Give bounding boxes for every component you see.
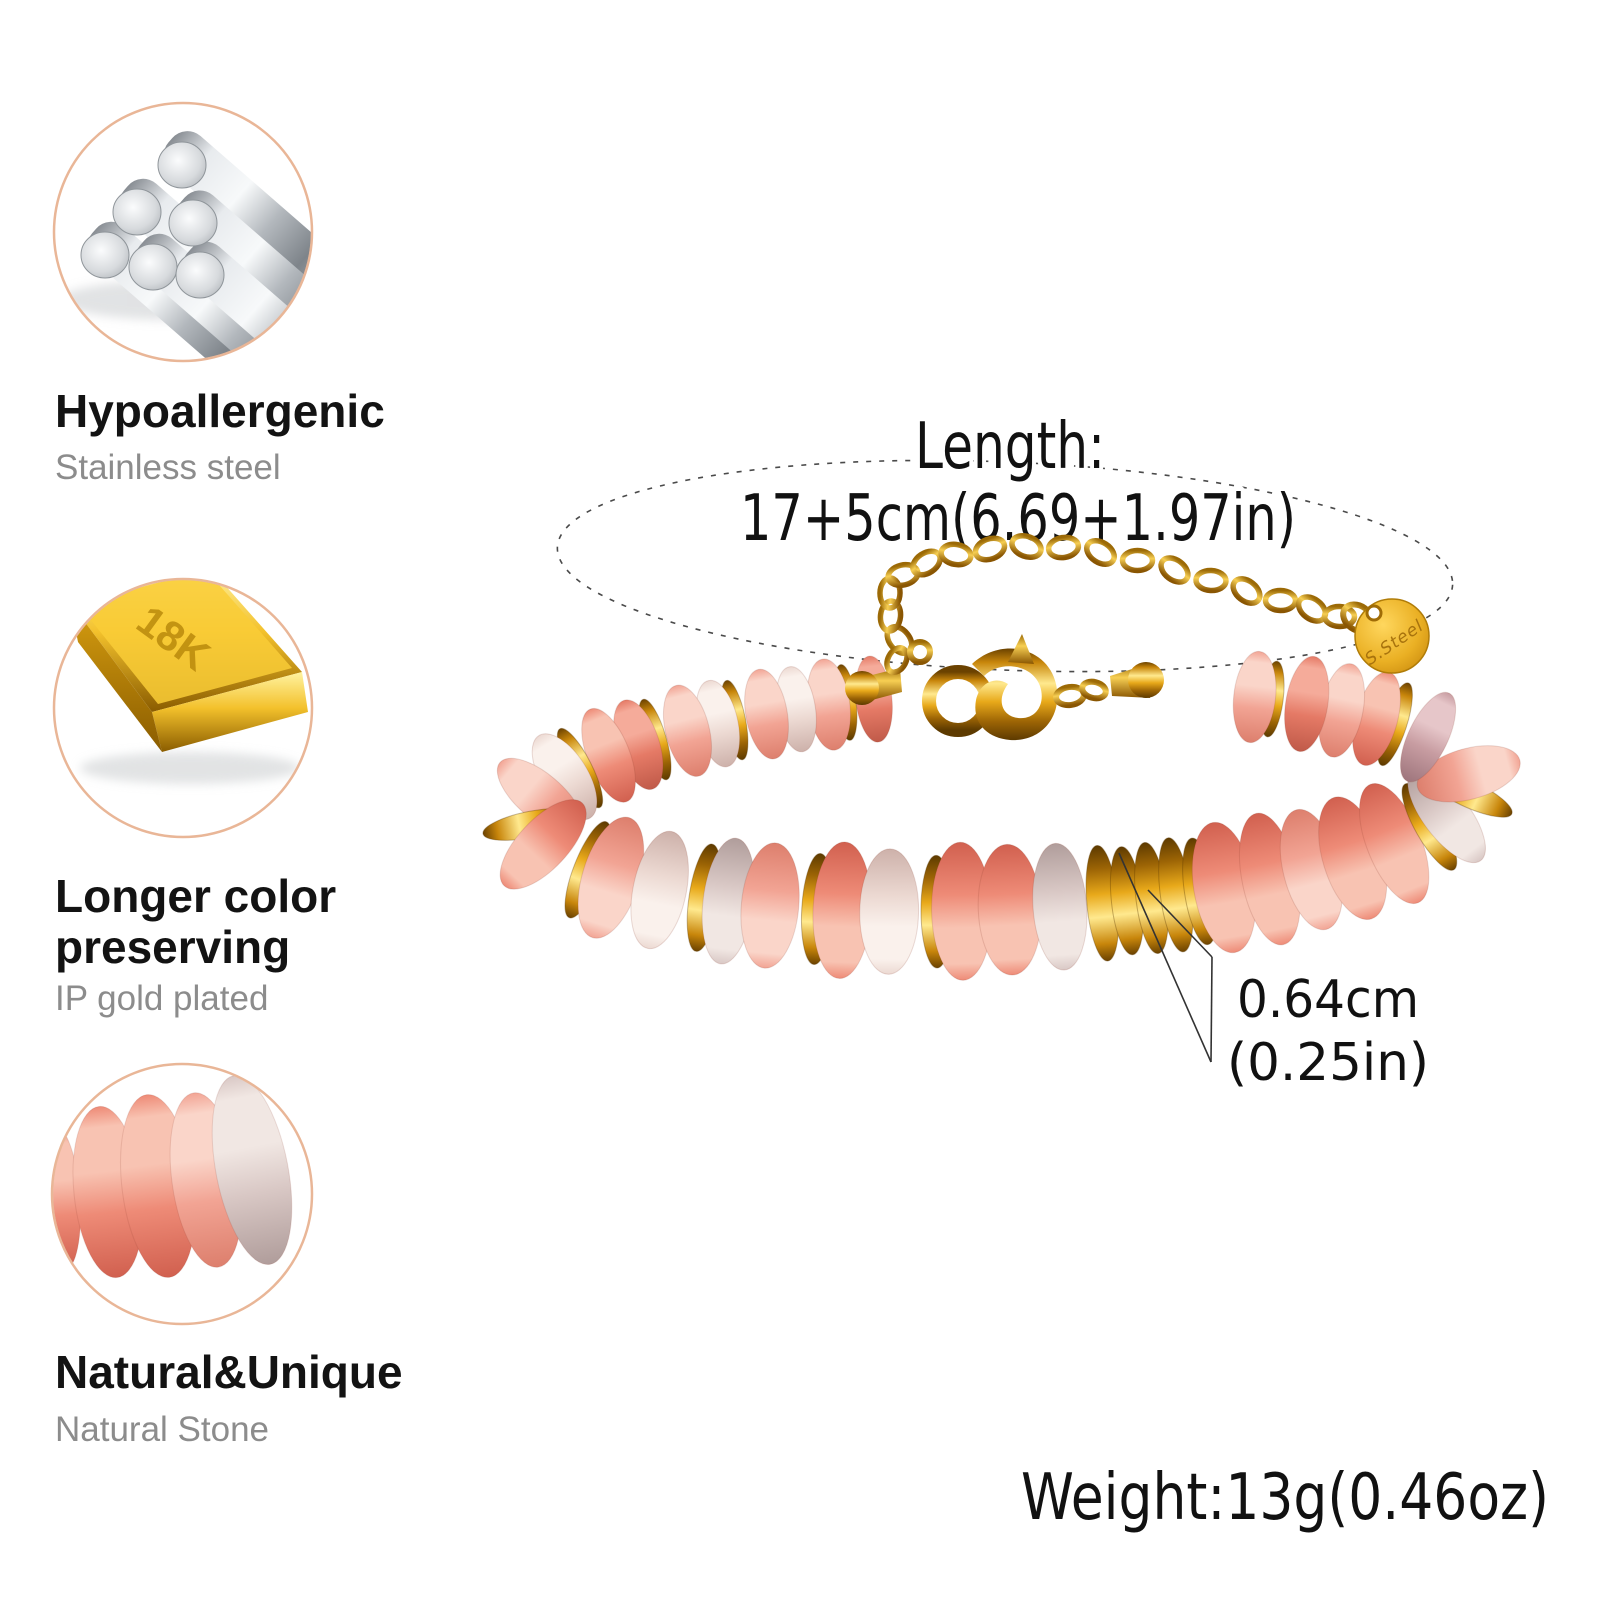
chain-link (1009, 533, 1044, 560)
feature-subtitle: Natural Stone (55, 1410, 269, 1449)
right-ball-cap (1128, 662, 1164, 698)
feature-title-line2: preserving (55, 921, 290, 973)
steel-tag: S.Steel (1340, 598, 1430, 674)
stone-beads-icon (53, 1065, 311, 1323)
steel-rod-face (80, 141, 225, 299)
feature-circle-border (52, 577, 314, 839)
feature-subtitle: Stainless steel (55, 448, 281, 487)
stone-bead (1284, 655, 1330, 752)
feature-circle-border (50, 1062, 314, 1326)
extension-chain (877, 533, 1358, 656)
clasp-base-ring (907, 639, 933, 665)
chain-link (1230, 576, 1263, 606)
bead-size-in: (0.25in) (1227, 1033, 1429, 1093)
stone-bead (859, 848, 920, 975)
stone-bead (630, 830, 689, 950)
stone-bead (1400, 691, 1457, 783)
chain-link (1193, 567, 1229, 594)
stone-bead (1416, 745, 1521, 803)
gold-bar-icon: 18K (55, 580, 311, 836)
chain-link (1045, 534, 1082, 561)
lobster-clasp-trigger (1008, 634, 1034, 664)
feature-title: Hypoallergenic (55, 385, 385, 437)
chain-link (1119, 547, 1156, 574)
chain-link (972, 535, 1008, 563)
feature-title: Natural&Unique (55, 1346, 403, 1398)
feature-circle-border (52, 101, 314, 363)
feature-subtitle: IP gold plated (55, 979, 268, 1018)
gold-bar-top-sheen (78, 580, 292, 704)
weight-label: Weight:13g(0.46oz) (1021, 1461, 1549, 1535)
chain-link (1158, 555, 1191, 585)
gold-bar-front (152, 672, 308, 752)
chain-link (884, 645, 910, 675)
steel-rods-icon (55, 104, 311, 360)
left-ball-cap (845, 671, 879, 705)
tag-hole (1365, 604, 1383, 622)
length-dashed-ellipse (556, 459, 1454, 673)
clasp-assembly (845, 634, 1164, 741)
stone-bead (1032, 842, 1088, 971)
gold-bar-side (70, 602, 162, 752)
stone-bead (662, 684, 712, 777)
stone-bead (1232, 650, 1277, 744)
chain-link (877, 598, 904, 634)
chain-link (938, 541, 974, 568)
feature-gold: 18K Longer color preserving IP gold plat… (52, 577, 336, 1018)
chain-link (1084, 538, 1117, 567)
lobster-clasp-body (972, 648, 1058, 741)
stone-bead (499, 799, 587, 890)
connector-link (1079, 678, 1109, 702)
chain-link (1321, 603, 1358, 630)
bead-size-annotation (1118, 852, 1213, 1063)
stone-bead (740, 842, 800, 969)
feature-title-line1: Longer color (55, 870, 336, 922)
length-value: 17+5cm(6.69+1.97in) (740, 482, 1296, 556)
chain-link (1262, 587, 1299, 614)
feature-stone: Natural&Unique Natural Stone (50, 1062, 403, 1449)
stone-bead (744, 668, 789, 760)
length-label: Length: (915, 410, 1105, 484)
bead-strand (482, 650, 1521, 981)
bead-size-cm: 0.64cm (1237, 970, 1419, 1030)
feature-steel: Hypoallergenic Stainless steel (52, 101, 385, 487)
